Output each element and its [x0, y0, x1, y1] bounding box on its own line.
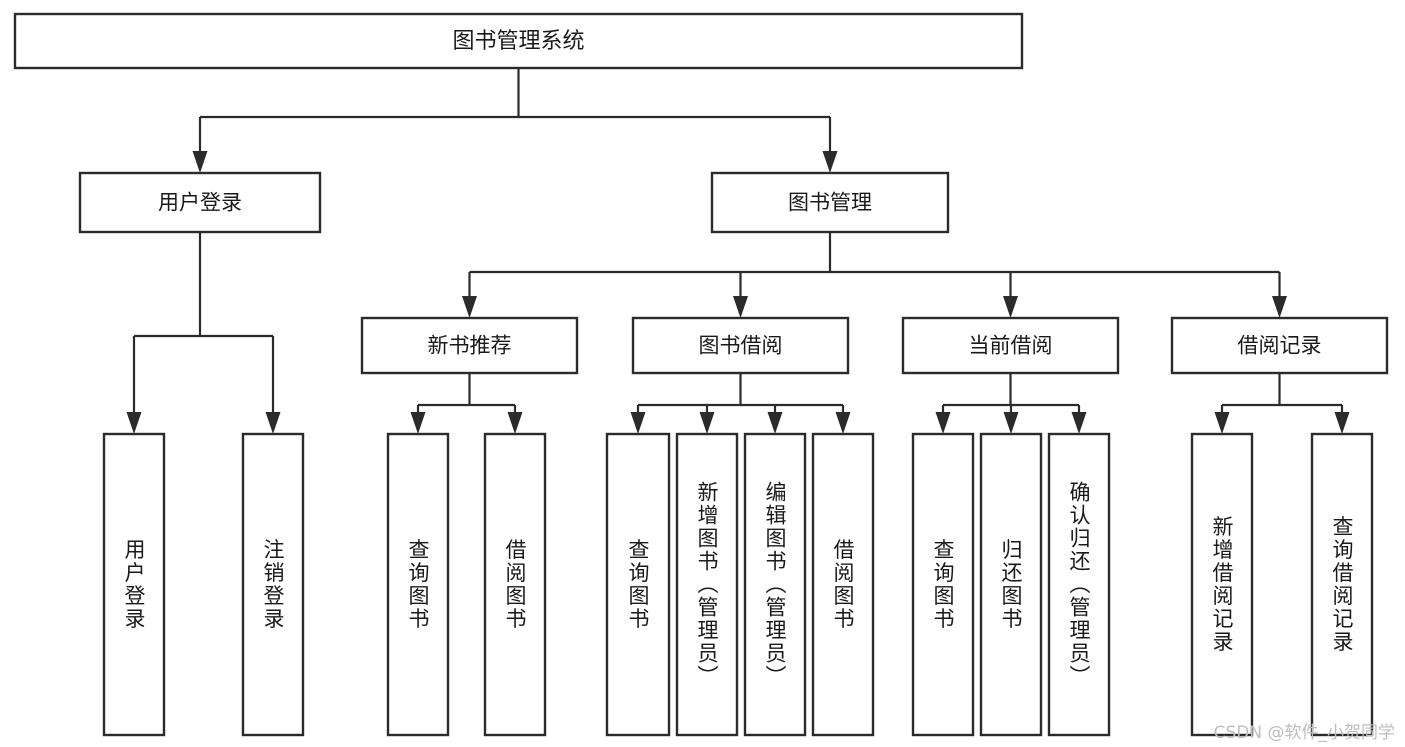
node-label: 用户登录	[122, 539, 146, 631]
node-leaf-user-logout[interactable]: 注销登录	[241, 432, 305, 737]
node-box	[483, 432, 547, 737]
node-box	[901, 316, 1120, 375]
csdn-watermark: CSDN @软件_小贺同学	[1213, 723, 1395, 743]
node-leaf-rec-query-book[interactable]: 查询图书	[386, 432, 450, 737]
arrow-head-icon	[935, 412, 951, 434]
node-label: 新增借阅记录	[1210, 516, 1234, 654]
arrow-head-icon	[630, 412, 646, 434]
node-box	[102, 432, 166, 737]
arrow-head-icon	[733, 296, 748, 318]
node-label: 新书推荐	[428, 334, 512, 358]
node-label: 归还图书	[999, 539, 1023, 631]
node-leaf-rec-query-record[interactable]: 查询借阅记录	[1310, 432, 1374, 737]
node-box	[78, 171, 322, 234]
node-root[interactable]: 图书管理系统	[13, 12, 1024, 70]
node-leaf-borrow-query-book[interactable]: 查询图书	[605, 432, 671, 737]
node-leaf-borrow-borrow-book[interactable]: 借阅图书	[811, 432, 875, 737]
node-box	[360, 316, 579, 375]
arrow-head-icon	[410, 412, 426, 434]
node-leaf-cur-query-book[interactable]: 查询图书	[911, 432, 975, 737]
node-l2-book-manage[interactable]: 图书管理	[710, 171, 950, 234]
arrow-head-icon	[265, 412, 281, 434]
node-l2-user-login[interactable]: 用户登录	[78, 171, 322, 234]
node-leaf-rec-borrow-book[interactable]: 借阅图书	[483, 432, 547, 737]
node-box	[911, 432, 975, 737]
arrow-head-icon	[1334, 412, 1350, 434]
arrow-head-icon	[835, 412, 851, 434]
arrow-head-icon	[767, 412, 783, 434]
node-l3-new-book-rec[interactable]: 新书推荐	[360, 316, 579, 375]
node-label: 查询图书	[626, 539, 650, 631]
node-box	[241, 432, 305, 737]
connector-layer	[126, 68, 1350, 434]
node-box	[979, 432, 1043, 737]
node-label: 新增图书（管理员）	[695, 481, 719, 688]
node-l3-book-borrow[interactable]: 图书借阅	[631, 316, 850, 375]
node-l3-borrow-record[interactable]: 借阅记录	[1170, 316, 1389, 375]
arrow-head-icon	[699, 412, 715, 434]
node-leaf-rec-add-record[interactable]: 新增借阅记录	[1190, 432, 1254, 737]
arrow-head-icon	[507, 412, 523, 434]
node-label: 查询图书	[931, 539, 955, 631]
node-label: 图书管理	[788, 191, 872, 215]
node-box	[1310, 432, 1374, 737]
node-label: 查询借阅记录	[1330, 516, 1354, 654]
arrow-head-icon	[192, 151, 208, 173]
node-box	[605, 432, 671, 737]
node-leaf-user-login[interactable]: 用户登录	[102, 432, 166, 737]
node-l3-current-borrow[interactable]: 当前借阅	[901, 316, 1120, 375]
node-label: 编辑图书（管理员）	[763, 481, 787, 688]
node-box	[743, 432, 807, 737]
node-box	[1190, 432, 1254, 737]
node-label: 用户登录	[158, 191, 242, 215]
arrow-head-icon	[126, 412, 142, 434]
arrow-head-icon	[1003, 412, 1019, 434]
node-box	[386, 432, 450, 737]
arrow-head-icon	[822, 151, 838, 173]
node-label: 注销登录	[261, 539, 285, 631]
arrow-head-icon	[1272, 296, 1287, 318]
arrow-head-icon	[1003, 296, 1018, 318]
node-leaf-cur-return-book[interactable]: 归还图书	[979, 432, 1043, 737]
node-label: 图书借阅	[699, 334, 783, 358]
node-label: 图书管理系统	[452, 29, 584, 54]
node-box	[13, 12, 1024, 70]
node-box	[1170, 316, 1389, 375]
node-box	[675, 432, 739, 737]
node-label: 当前借阅	[969, 334, 1053, 358]
node-label: 借阅记录	[1238, 334, 1322, 358]
node-leaf-borrow-add-book[interactable]: 新增图书（管理员）	[675, 432, 739, 737]
node-leaf-cur-confirm-return[interactable]: 确认归还（管理员）	[1047, 432, 1111, 737]
node-leaf-borrow-edit-book[interactable]: 编辑图书（管理员）	[743, 432, 807, 737]
node-label: 确认归还（管理员）	[1067, 481, 1091, 688]
node-layer: 图书管理系统用户登录图书管理新书推荐图书借阅当前借阅借阅记录用户登录注销登录查询…	[13, 12, 1389, 737]
arrow-head-icon	[462, 296, 477, 318]
node-label: 借阅图书	[831, 539, 855, 631]
node-label: 借阅图书	[503, 539, 527, 631]
arrow-head-icon	[1071, 412, 1087, 434]
node-box	[631, 316, 850, 375]
node-box	[710, 171, 950, 234]
node-box	[1047, 432, 1111, 737]
node-box	[811, 432, 875, 737]
node-label: 查询图书	[406, 539, 430, 631]
arrow-head-icon	[1214, 412, 1230, 434]
